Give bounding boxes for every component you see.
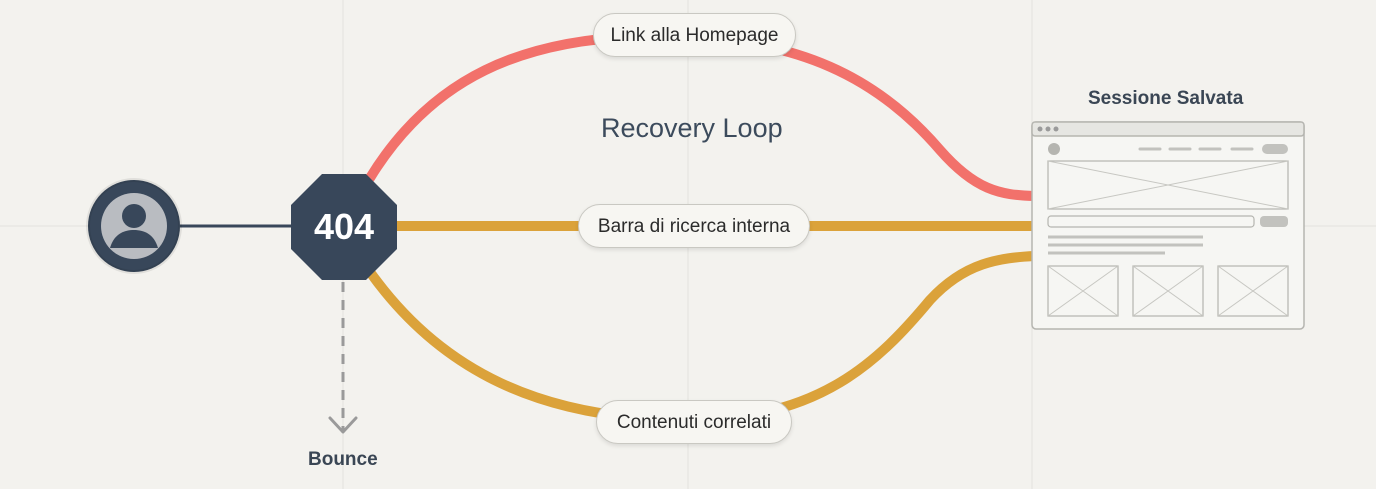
target-label: Sessione Salvata: [1088, 88, 1244, 109]
error-octagon-icon: [291, 174, 397, 280]
error-code-label: 404: [313, 206, 375, 247]
user-avatar-icon: [86, 178, 182, 274]
route-related-path: [365, 251, 1039, 426]
route-related-label: Contenuti correlati: [596, 400, 792, 444]
arrow-down-icon: [328, 282, 358, 434]
route-homepage-label: Link alla Homepage: [593, 13, 796, 57]
bounce-label: Bounce: [308, 449, 378, 470]
route-search-label: Barra di ricerca interna: [578, 204, 810, 248]
browser-wireframe-icon: [1031, 121, 1305, 330]
diagram-title: Recovery Loop: [601, 113, 783, 143]
